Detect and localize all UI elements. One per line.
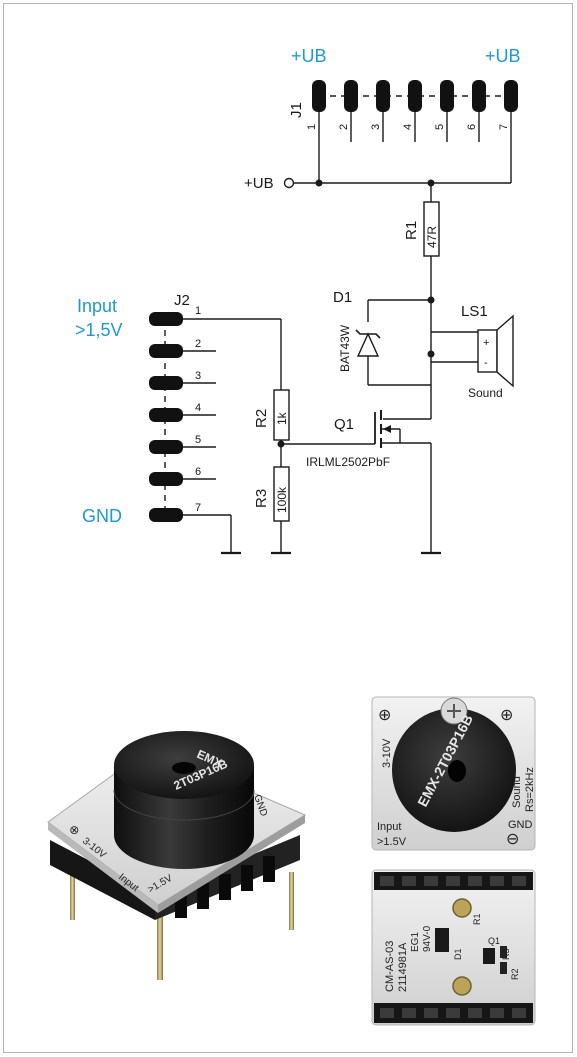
supply-node-label: +UB: [244, 175, 274, 192]
j1-pin-4: [408, 80, 422, 112]
j2-input-label: Input: [77, 296, 117, 316]
j2-pin-3: [149, 376, 183, 390]
q1-part: IRLML2502PbF: [306, 455, 390, 469]
j1-pin-num-7: 7: [498, 124, 510, 130]
j2-pin-num-6: 6: [195, 466, 201, 478]
j2-pin-6: [149, 472, 183, 486]
j1-supply-label-left: +UB: [291, 46, 327, 66]
j1-pin-num-2: 2: [338, 124, 350, 130]
j2-pin-7: [149, 508, 183, 522]
q1-ref: Q1: [334, 416, 354, 433]
top-supply-label: 3-10V: [381, 738, 393, 768]
top-rs-label: Rs=2kHz: [524, 767, 536, 812]
j2-pin-num-2: 2: [195, 338, 201, 350]
bottom-line-3: EG1: [410, 932, 421, 952]
j1-pin-3: [376, 80, 390, 112]
j2-pin-2: [149, 344, 183, 358]
j1-pin-7: [504, 80, 518, 112]
speaker-icon: [496, 314, 514, 388]
d1-part: BAT43W: [338, 324, 352, 372]
j2-pins: [149, 312, 183, 522]
top-minus-icon: ⊖: [506, 831, 519, 848]
j2-pin-num-1: 1: [195, 305, 201, 317]
j1-pin-num-3: 3: [370, 124, 382, 130]
top-plus-icon-right: ⊕: [500, 707, 513, 724]
top-input-label: Input: [377, 821, 401, 833]
ls1-caption: Sound: [468, 386, 503, 400]
j2-pin-num-4: 4: [195, 402, 201, 414]
r3-ref: R3: [253, 489, 270, 508]
bottom-r3-label: R3: [501, 948, 511, 960]
j1-pin-num-1: 1: [306, 124, 318, 130]
bottom-line-2: 2114981A: [397, 942, 409, 992]
j1-supply-label-right: +UB: [485, 46, 521, 66]
j2-pin-num-5: 5: [195, 434, 201, 446]
bottom-q1-label: Q1: [488, 936, 500, 946]
j1-pin-num-6: 6: [466, 124, 478, 130]
buzzer-module-photo: ⊕ Input >1.5V 3-10V GND EMX 2T03P16B: [47, 731, 307, 980]
j1-pins: [312, 80, 518, 112]
j1-pin-2: [344, 80, 358, 112]
bottom-r2-label: R2: [510, 968, 520, 980]
d1-diode-bar: [355, 329, 381, 339]
j1-pin-6: [472, 80, 486, 112]
d1-diode-body: [356, 332, 380, 357]
r1-ref: R1: [403, 221, 420, 240]
module-bottom-view-photo: CM-AS-03 2114981A EG1 94V-0 D1 Q1 R1 R2 …: [371, 869, 536, 1026]
j2-pin-5: [149, 440, 183, 454]
j2-gnd-label: GND: [82, 506, 122, 526]
j2-pin-1: [149, 312, 183, 326]
supply-terminal: [283, 177, 295, 189]
ls1-minus: -: [484, 357, 488, 369]
junction-dot: [315, 179, 323, 187]
top-level-label: >1.5V: [377, 836, 407, 848]
module-top-view-photo: ⊕ ⊕ ⊖ 3-10V Sound Rs=2kHz Input >1.5V GN…: [371, 696, 536, 851]
r3-value: 100k: [275, 486, 289, 513]
j1-pin-num-4: 4: [402, 124, 414, 130]
j2-ref: J2: [174, 292, 190, 309]
r2-value: 1k: [275, 411, 289, 425]
bottom-line-4: 94V-0: [422, 925, 433, 952]
ls1-ref: LS1: [461, 303, 488, 320]
j2-pin-num-3: 3: [195, 370, 201, 382]
r2-ref: R2: [253, 409, 270, 428]
j2-pin-4: [149, 408, 183, 422]
j2-pin-num-7: 7: [195, 502, 201, 514]
junction-dot: [277, 440, 285, 448]
j1-pin-1: [312, 80, 326, 112]
bottom-r1-label: R1: [472, 913, 482, 925]
j1-pin-5: [440, 80, 454, 112]
junction-dot: [427, 350, 435, 358]
bottom-line-1: CM-AS-03: [384, 941, 396, 992]
j2-input-level-label: >1,5V: [75, 320, 123, 340]
ls1-plus: +: [483, 337, 489, 349]
bottom-d1-label: D1: [453, 948, 463, 960]
top-plus-icon: ⊕: [378, 707, 391, 724]
top-gnd-label: GND: [508, 819, 533, 831]
r1-value: 47R: [425, 226, 439, 248]
j1-ref: J1: [288, 102, 305, 118]
j1-pin-num-5: 5: [434, 124, 446, 130]
d1-ref: D1: [333, 289, 352, 306]
